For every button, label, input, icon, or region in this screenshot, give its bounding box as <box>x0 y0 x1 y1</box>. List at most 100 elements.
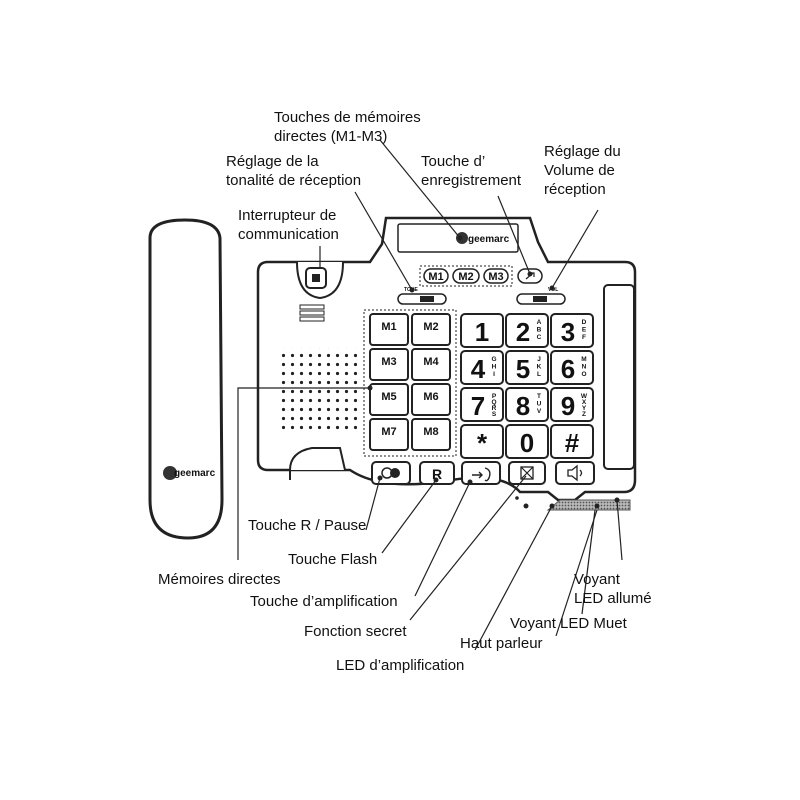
keypad-letter: G <box>491 356 496 363</box>
keypad-letter: Z <box>582 411 586 418</box>
keypad-letter: L <box>537 371 541 378</box>
callout-memory-direct: Mémoires directes <box>158 571 281 588</box>
callout-hook-switch: Interrupteur de communication <box>238 207 339 243</box>
keypad-letter: N <box>582 364 587 371</box>
callout-flash: Touche Flash <box>288 551 378 568</box>
callout-r-pause: Touche R / Pause <box>248 517 367 534</box>
keypad-digit: 5 <box>516 354 530 384</box>
top-memory-keys: M1 M2 M3 <box>419 265 543 287</box>
brand-base: geemarc <box>468 234 510 245</box>
callout-record: Touche d’ enregistrement <box>421 153 522 189</box>
memory-key-m2[interactable] <box>411 313 451 346</box>
keypad-letter: K <box>537 364 542 371</box>
keypad-key-5[interactable] <box>505 350 549 385</box>
ringer-led-panel <box>603 284 635 470</box>
led-dot <box>515 496 519 500</box>
memory-key-label: M6 <box>423 391 438 403</box>
keypad-letter: T <box>537 393 541 400</box>
keypad-key-8[interactable] <box>505 387 549 422</box>
mute-icon <box>520 466 534 480</box>
memory-key-label: M2 <box>423 321 438 333</box>
top-m1-button[interactable] <box>423 268 449 284</box>
keypad-letter: S <box>492 411 497 418</box>
keypad-key-hash[interactable] <box>550 424 594 459</box>
keypad-digit: * <box>477 428 488 458</box>
keypad-letter: P <box>492 393 497 400</box>
keypad-key-4[interactable] <box>460 350 504 385</box>
memory-key-label: M4 <box>423 356 439 368</box>
keypad-digit: 8 <box>516 391 530 421</box>
callout-led-mute: Voyant LED Muet <box>510 615 627 632</box>
keypad-key-0[interactable] <box>505 424 549 459</box>
memory-key-m7[interactable] <box>369 418 409 451</box>
speaker-icon <box>567 464 583 482</box>
keypad-key-2[interactable] <box>505 313 549 348</box>
speaker-button[interactable] <box>555 461 595 485</box>
brand-logo-handset <box>163 466 177 480</box>
keypad-letter: E <box>582 327 587 334</box>
keypad-key-6[interactable] <box>550 350 594 385</box>
keypad-digit: 6 <box>561 354 575 384</box>
keypad-letter: I <box>493 371 495 378</box>
top-m3-button[interactable] <box>483 268 509 284</box>
memory-key-label: M8 <box>423 426 438 438</box>
callout-led-on: Voyant LED allumé <box>574 571 652 607</box>
memory-key-label: M1 <box>381 321 396 333</box>
keypad-letter: C <box>537 334 542 341</box>
keypad-letter: O <box>581 371 586 378</box>
keypad-letter: X <box>582 399 587 406</box>
memory-key-m6[interactable] <box>411 383 451 416</box>
top-m3-label: M3 <box>488 271 503 283</box>
keypad-letter: A <box>537 319 542 326</box>
keypad-letter: V <box>537 408 542 415</box>
sliders: TONE VOL <box>397 287 566 305</box>
keypad-letter: R <box>492 405 497 412</box>
leader-lines <box>237 139 623 651</box>
memory-key-m1[interactable] <box>369 313 409 346</box>
function-keys: R <box>371 461 595 485</box>
callout-speaker: Haut parleur <box>460 635 543 652</box>
keypad-letter: U <box>537 401 542 408</box>
flash-button[interactable] <box>419 461 455 485</box>
callout-volume: Réglage du Volume de réception <box>544 143 621 198</box>
callout-amplify: Touche d’amplification <box>250 593 398 610</box>
amplify-icon <box>472 467 491 482</box>
memory-key-m3[interactable] <box>369 348 409 381</box>
memory-key-m8[interactable] <box>411 418 451 451</box>
callout-tone: Réglage de la tonalité de réception <box>226 153 362 189</box>
keypad-letter: Q <box>491 399 496 406</box>
keypad-key-star[interactable] <box>460 424 504 459</box>
callout-secret: Fonction secret <box>304 623 407 640</box>
handset: geemarc <box>148 218 224 540</box>
keypad-key-7[interactable] <box>460 387 504 422</box>
flash-label: R <box>432 466 442 482</box>
keypad-key-1[interactable] <box>460 313 504 348</box>
callout-led-amplify: LED d’amplification <box>336 657 465 674</box>
speaker-grille <box>281 348 357 430</box>
keypad-letter: D <box>582 319 587 326</box>
top-m2-button[interactable] <box>452 268 480 284</box>
keypad-key-3[interactable] <box>550 313 594 348</box>
memory-key-label: M5 <box>381 391 396 403</box>
keypad-letter: W <box>581 393 588 400</box>
memory-key-m5[interactable] <box>369 383 409 416</box>
memory-key-m4[interactable] <box>411 348 451 381</box>
amplify-button[interactable] <box>461 461 501 485</box>
keypad-digit: 9 <box>561 391 575 421</box>
keypad-digit: 1 <box>475 317 489 347</box>
keypad-letter: Y <box>582 405 587 412</box>
keypad-letter: F <box>582 334 586 341</box>
memory-key-label: M7 <box>381 426 396 438</box>
keypad-letter: J <box>537 356 541 363</box>
keypad-key-9[interactable] <box>550 387 594 422</box>
callout-memory-keys-m1-m3: Touches de mémoires directes (M1-M3) <box>274 109 421 145</box>
top-m1-label: M1 <box>428 271 443 283</box>
keypad-letter: H <box>492 364 497 371</box>
keypad-digit: # <box>565 428 580 458</box>
keypad-letter: M <box>581 356 586 363</box>
keypad-digit: 0 <box>520 428 534 458</box>
